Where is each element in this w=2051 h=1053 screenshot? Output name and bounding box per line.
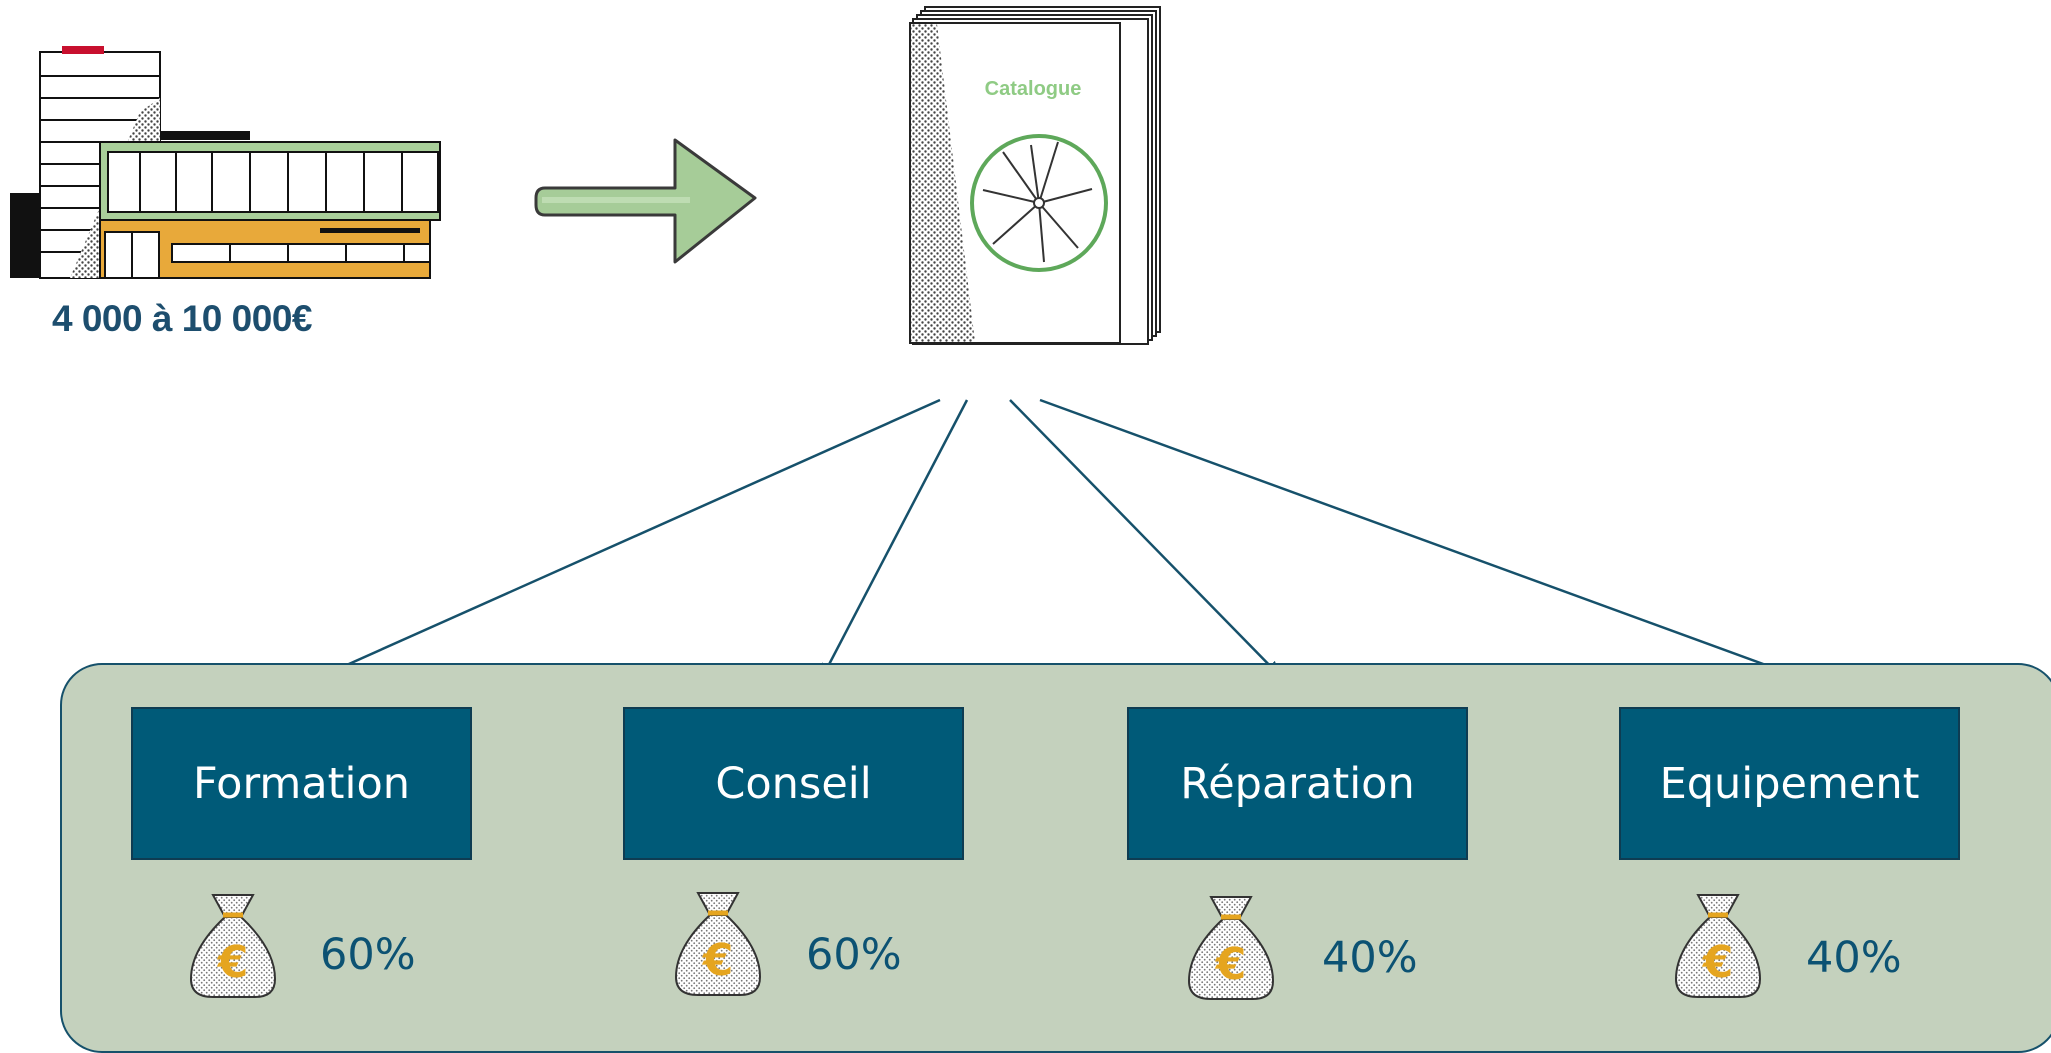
- euro-money-bag-icon: €: [1187, 896, 1275, 1000]
- connector-conseil: [821, 399, 969, 679]
- svg-text:€: €: [702, 935, 734, 986]
- svg-text:€: €: [1702, 937, 1734, 988]
- euro-money-bag-icon: €: [1674, 894, 1762, 998]
- service-box-reparation: Réparation: [1127, 707, 1468, 860]
- building-icon: [10, 46, 441, 279]
- euro-money-bag-icon: €: [189, 894, 277, 998]
- catalogue-book-icon: Catalogue: [909, 6, 1161, 345]
- funding-percent-reparation: 40%: [1322, 933, 1418, 983]
- service-box-formation: Formation: [131, 707, 472, 860]
- funding-percent-conseil: 60%: [806, 930, 902, 980]
- service-box-conseil: Conseil: [623, 707, 964, 860]
- connectors: [319, 398, 1799, 679]
- funding-percent-equipement: 40%: [1806, 933, 1902, 983]
- svg-text:€: €: [1215, 939, 1247, 990]
- euro-money-bag-icon: €: [674, 892, 762, 996]
- catalogue-title: Catalogue: [985, 78, 1082, 100]
- connector-formation: [319, 398, 941, 678]
- connector-reparation: [1009, 399, 1280, 676]
- svg-text:€: €: [217, 937, 249, 988]
- right-arrow-icon: [534, 138, 757, 264]
- connector-equipement: [1039, 398, 1799, 679]
- service-box-equipement: Equipement: [1619, 707, 1960, 860]
- funding-percent-formation: 60%: [320, 930, 416, 980]
- price-range-label: 4 000 à 10 000€: [52, 298, 312, 339]
